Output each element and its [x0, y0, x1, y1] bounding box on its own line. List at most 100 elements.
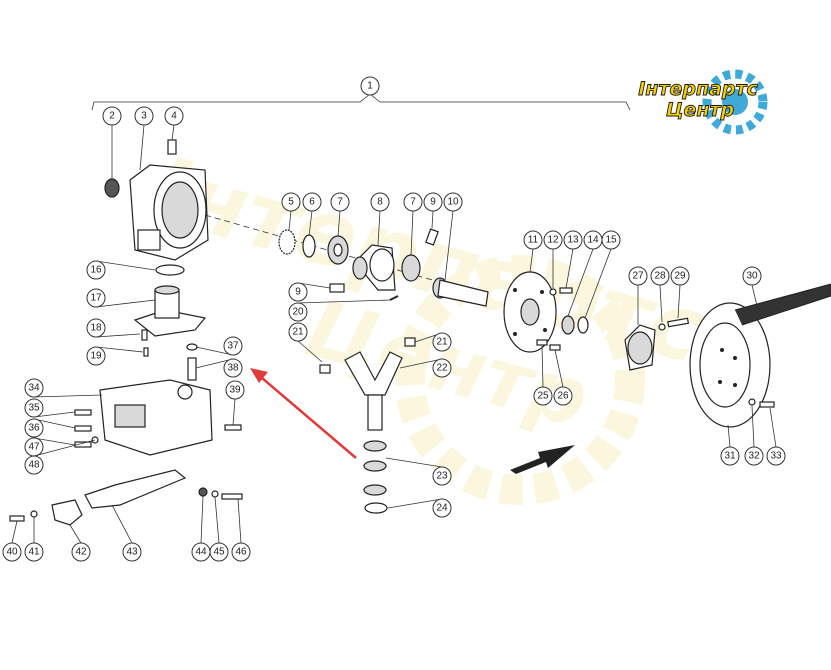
callout-leader [33, 418, 76, 429]
callout-number: 43 [126, 547, 138, 558]
callout-leader [337, 210, 341, 237]
callout-leader [11, 520, 18, 544]
callout-circle [288, 282, 308, 302]
callout-12: 12 [543, 230, 563, 288]
callout-number: 31 [724, 451, 736, 462]
part-pin-small [389, 295, 399, 301]
part-pin-21-lower [319, 364, 331, 374]
callout-leader [195, 346, 234, 356]
part-needle-bearing [104, 178, 120, 198]
callout-number: 46 [235, 547, 247, 558]
part-bearing-housing [133, 285, 207, 337]
callout-leader [659, 284, 663, 323]
part-bolt-35 [74, 409, 92, 416]
callout-circle [223, 358, 243, 378]
callout-number: 20 [292, 307, 304, 318]
callout-circle [2, 542, 22, 562]
callout-number: 23 [436, 471, 448, 482]
callout-5: 5 [281, 192, 301, 231]
callout-6: 6 [302, 192, 322, 237]
callout-48: 48 [24, 439, 96, 475]
callout-leader [727, 424, 731, 448]
callout-number: 28 [654, 271, 666, 282]
direction-arrow-icon [510, 445, 575, 474]
watermark: Інтерпартс Центр [141, 137, 715, 505]
callout-20: 20 [288, 299, 391, 322]
callout-circle [742, 266, 762, 286]
part-housing [129, 164, 209, 261]
callout-leader [33, 411, 76, 418]
callout-circle [432, 498, 452, 518]
callout-1: 1 [360, 76, 380, 96]
callout-number: 6 [309, 197, 315, 208]
callout-35: 35 [24, 398, 76, 418]
part-pin-21-upper [404, 337, 416, 347]
callout-number: 39 [229, 385, 241, 396]
part-o-ring [155, 264, 185, 276]
callout-circle [24, 418, 44, 438]
callout-number: 24 [436, 503, 448, 514]
callout-number: 7 [410, 197, 416, 208]
part-bolt-40 [9, 515, 25, 522]
callout-leader [677, 284, 681, 319]
callout-number: 42 [75, 547, 87, 558]
callout-19: 19 [86, 346, 144, 366]
part-bolt-18 [141, 329, 148, 341]
callout-number: 8 [377, 197, 383, 208]
callout-leader [171, 124, 175, 141]
callout-circle [134, 106, 154, 126]
callout-circle [281, 192, 301, 212]
callout-21: 21 [288, 322, 323, 363]
callout-number: 17 [90, 293, 102, 304]
callout-number: 11 [528, 235, 539, 246]
callout-leader [33, 394, 103, 398]
callout-leader [431, 210, 434, 229]
callout-circle [432, 466, 452, 486]
callout-15: 15 [584, 230, 621, 319]
callout-number: 16 [90, 265, 102, 276]
callout-leader [297, 282, 331, 289]
callout-circle [102, 106, 122, 126]
callout-circle [432, 332, 452, 352]
callout-34: 34 [24, 378, 103, 398]
part-bearing-23-top [363, 440, 387, 452]
callout-leader [410, 210, 414, 256]
callout-2: 2 [102, 106, 122, 180]
callout-leader [33, 439, 96, 457]
callout-leader [751, 284, 761, 319]
callout-29: 29 [670, 266, 690, 319]
callout-27: 27 [628, 266, 648, 325]
callout-leader [529, 248, 534, 273]
part-bolt-29 [667, 317, 690, 328]
callout-circle [720, 446, 740, 466]
part-splined-shaft [432, 277, 489, 307]
callout-circle [533, 386, 553, 406]
callout-25: 25 [533, 345, 553, 406]
part-plug [167, 139, 177, 155]
callout-9: 9 [288, 282, 331, 302]
part-pulley [689, 302, 771, 428]
callout-number: 21 [436, 337, 448, 348]
callout-17: 17 [86, 288, 156, 308]
callout-number: 14 [587, 235, 599, 246]
callout-circle [164, 106, 184, 126]
callout-circle [744, 446, 764, 466]
callout-circle [86, 318, 106, 338]
callout-leader [769, 407, 777, 448]
callout-number: 37 [227, 341, 239, 352]
callout-circle [231, 542, 251, 562]
callout-leader [399, 358, 443, 369]
part-bearing-23-mid [363, 460, 387, 472]
callout-leader [232, 398, 236, 426]
callout-leader [69, 524, 82, 544]
callout-18: 18 [86, 318, 141, 338]
callout-42: 42 [69, 524, 91, 562]
callout-leader [139, 124, 145, 171]
callout-circle [523, 230, 543, 250]
callout-7: 7 [403, 192, 423, 256]
callout-circle [543, 230, 563, 250]
callout-leader [377, 210, 381, 246]
callout-41: 41 [24, 517, 44, 562]
callout-number: 5 [288, 197, 294, 208]
